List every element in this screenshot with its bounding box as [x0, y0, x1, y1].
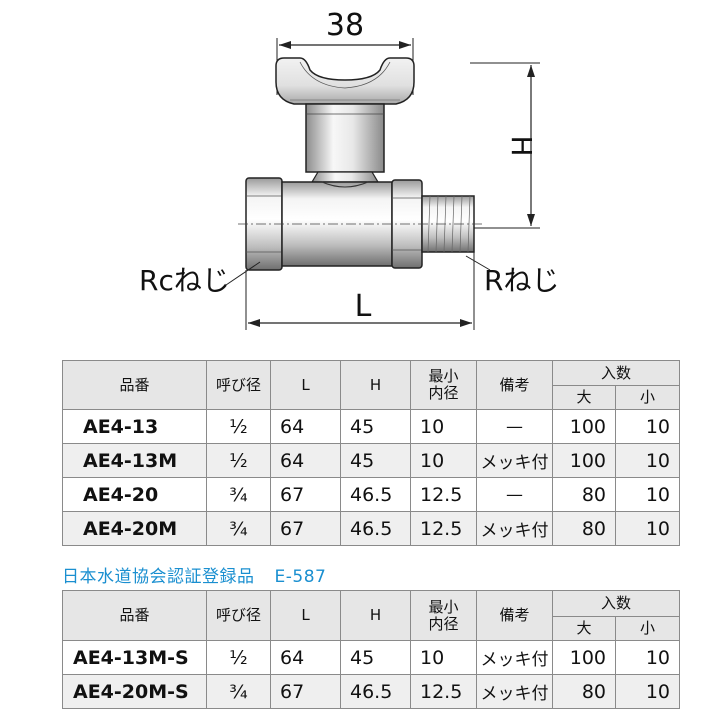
cell-note: —: [476, 477, 553, 512]
cell-qty-small: 10: [614, 409, 681, 444]
cell-nominal: ¾: [206, 477, 271, 512]
cell-nominal: ½: [206, 640, 271, 675]
col-header-H: H: [340, 360, 411, 410]
table-row: AE4-20M-S ¾ 67 46.5 12.5 メッキ付 80 10: [62, 674, 681, 709]
col-header-min-bore-line1: 最小: [428, 367, 459, 385]
cell-qty-large: 100: [552, 443, 616, 478]
valve-drawing: 38 H: [139, 8, 559, 330]
cell-L: 64: [270, 409, 341, 444]
cell-qty-small: 10: [614, 640, 681, 675]
cell-H: 45: [340, 640, 411, 675]
table-row: AE4-20 ¾ 67 46.5 12.5 — 80 10: [62, 477, 681, 512]
valve-body-icon: [238, 177, 484, 271]
col-header-qty-large: 大: [552, 616, 616, 641]
cell-H: 46.5: [340, 674, 411, 709]
table-row: AE4-13M-S ½ 64 45 10 メッキ付 100 10: [62, 640, 681, 675]
cell-H: 46.5: [340, 477, 411, 512]
spec-table-2: 品番 呼び径 L H 最小 内径 備考 入数 大 小 AE4-13M-S ½ 6…: [62, 590, 681, 709]
dim-width: 38: [276, 8, 414, 95]
left-thread-label: Rcねじ: [139, 264, 230, 297]
spec-table-1: 品番 呼び径 L H 最小 内径 備考 入数 大 小 AE4-13 ½ 64 4…: [62, 360, 681, 546]
cell-L: 64: [270, 640, 341, 675]
col-header-min-bore-line2: 内径: [428, 614, 459, 633]
cell-bore: 12.5: [410, 477, 477, 512]
cell-L: 67: [270, 511, 341, 546]
col-header-note: 備考: [476, 360, 553, 410]
dim-length: L: [245, 252, 475, 330]
dim-width-label: 38: [326, 8, 364, 43]
cell-bore: 12.5: [410, 511, 477, 546]
cell-H: 45: [340, 443, 411, 478]
dim-length-label: L: [355, 289, 372, 324]
cell-nominal: ¾: [206, 674, 271, 709]
cell-nominal: ¾: [206, 511, 271, 546]
col-header-min-bore: 最小 内径: [410, 360, 477, 410]
certification-code: E-587: [274, 567, 327, 587]
cell-qty-large: 80: [552, 477, 616, 512]
table-row: AE4-13M ½ 64 45 10 メッキ付 100 10: [62, 443, 681, 478]
col-header-nominal: 呼び径: [206, 360, 271, 410]
cell-note: メッキ付: [476, 640, 553, 675]
col-header-qty: 入数: [551, 360, 681, 386]
col-header-nominal: 呼び径: [206, 590, 271, 641]
col-header-qty: 入数: [551, 590, 681, 617]
cell-bore: 10: [410, 409, 477, 444]
cell-code: AE4-20: [62, 477, 207, 512]
col-header-qty-small: 小: [614, 616, 681, 641]
col-header-min-bore: 最小 内径: [410, 590, 477, 641]
cell-qty-small: 10: [614, 511, 681, 546]
cell-H: 45: [340, 409, 411, 444]
cell-nominal: ½: [206, 409, 271, 444]
col-header-qty-large: 大: [552, 385, 616, 410]
cell-H: 46.5: [340, 511, 411, 546]
dim-height: H: [470, 62, 540, 229]
cell-qty-large: 80: [552, 674, 616, 709]
cell-note: —: [476, 409, 553, 444]
cell-bore: 12.5: [410, 674, 477, 709]
cell-qty-large: 80: [552, 511, 616, 546]
col-header-L: L: [270, 590, 341, 641]
cell-note: メッキ付: [476, 511, 553, 546]
cell-note: メッキ付: [476, 674, 553, 709]
cell-L: 67: [270, 674, 341, 709]
certification-label: 日本水道協会認証登録品: [62, 567, 255, 587]
cell-qty-small: 10: [614, 477, 681, 512]
right-thread-label: Rねじ: [484, 264, 559, 297]
cell-qty-large: 100: [552, 640, 616, 675]
certification-note: 日本水道協会認証登録品 E-587: [62, 562, 326, 587]
col-header-L: L: [270, 360, 341, 410]
cell-bore: 10: [410, 640, 477, 675]
col-header-min-bore-line2: 内径: [428, 384, 459, 402]
cell-qty-large: 100: [552, 409, 616, 444]
col-header-code: 品番: [62, 360, 207, 410]
col-header-qty-small: 小: [614, 385, 681, 410]
col-header-code: 品番: [62, 590, 207, 641]
cell-code: AE4-20M-S: [62, 674, 207, 709]
butterfly-handle-icon: [275, 57, 415, 183]
cell-L: 67: [270, 477, 341, 512]
cell-qty-small: 10: [614, 674, 681, 709]
cell-code: AE4-13M-S: [62, 640, 207, 675]
cell-note: メッキ付: [476, 443, 553, 478]
cell-code: AE4-20M: [62, 511, 207, 546]
cell-qty-small: 10: [614, 443, 681, 478]
col-header-H: H: [340, 590, 411, 641]
thread-labels: Rcねじ Rねじ: [139, 255, 559, 297]
col-header-min-bore-line1: 最小: [428, 597, 459, 616]
table-row: AE4-13 ½ 64 45 10 — 100 10: [62, 409, 681, 444]
cell-bore: 10: [410, 443, 477, 478]
cell-code: AE4-13M: [62, 443, 207, 478]
table-row: AE4-20M ¾ 67 46.5 12.5 メッキ付 80 10: [62, 511, 681, 546]
col-header-note: 備考: [476, 590, 553, 641]
cell-code: AE4-13: [62, 409, 207, 444]
cell-L: 64: [270, 443, 341, 478]
dim-height-label: H: [505, 135, 538, 156]
cell-nominal: ½: [206, 443, 271, 478]
